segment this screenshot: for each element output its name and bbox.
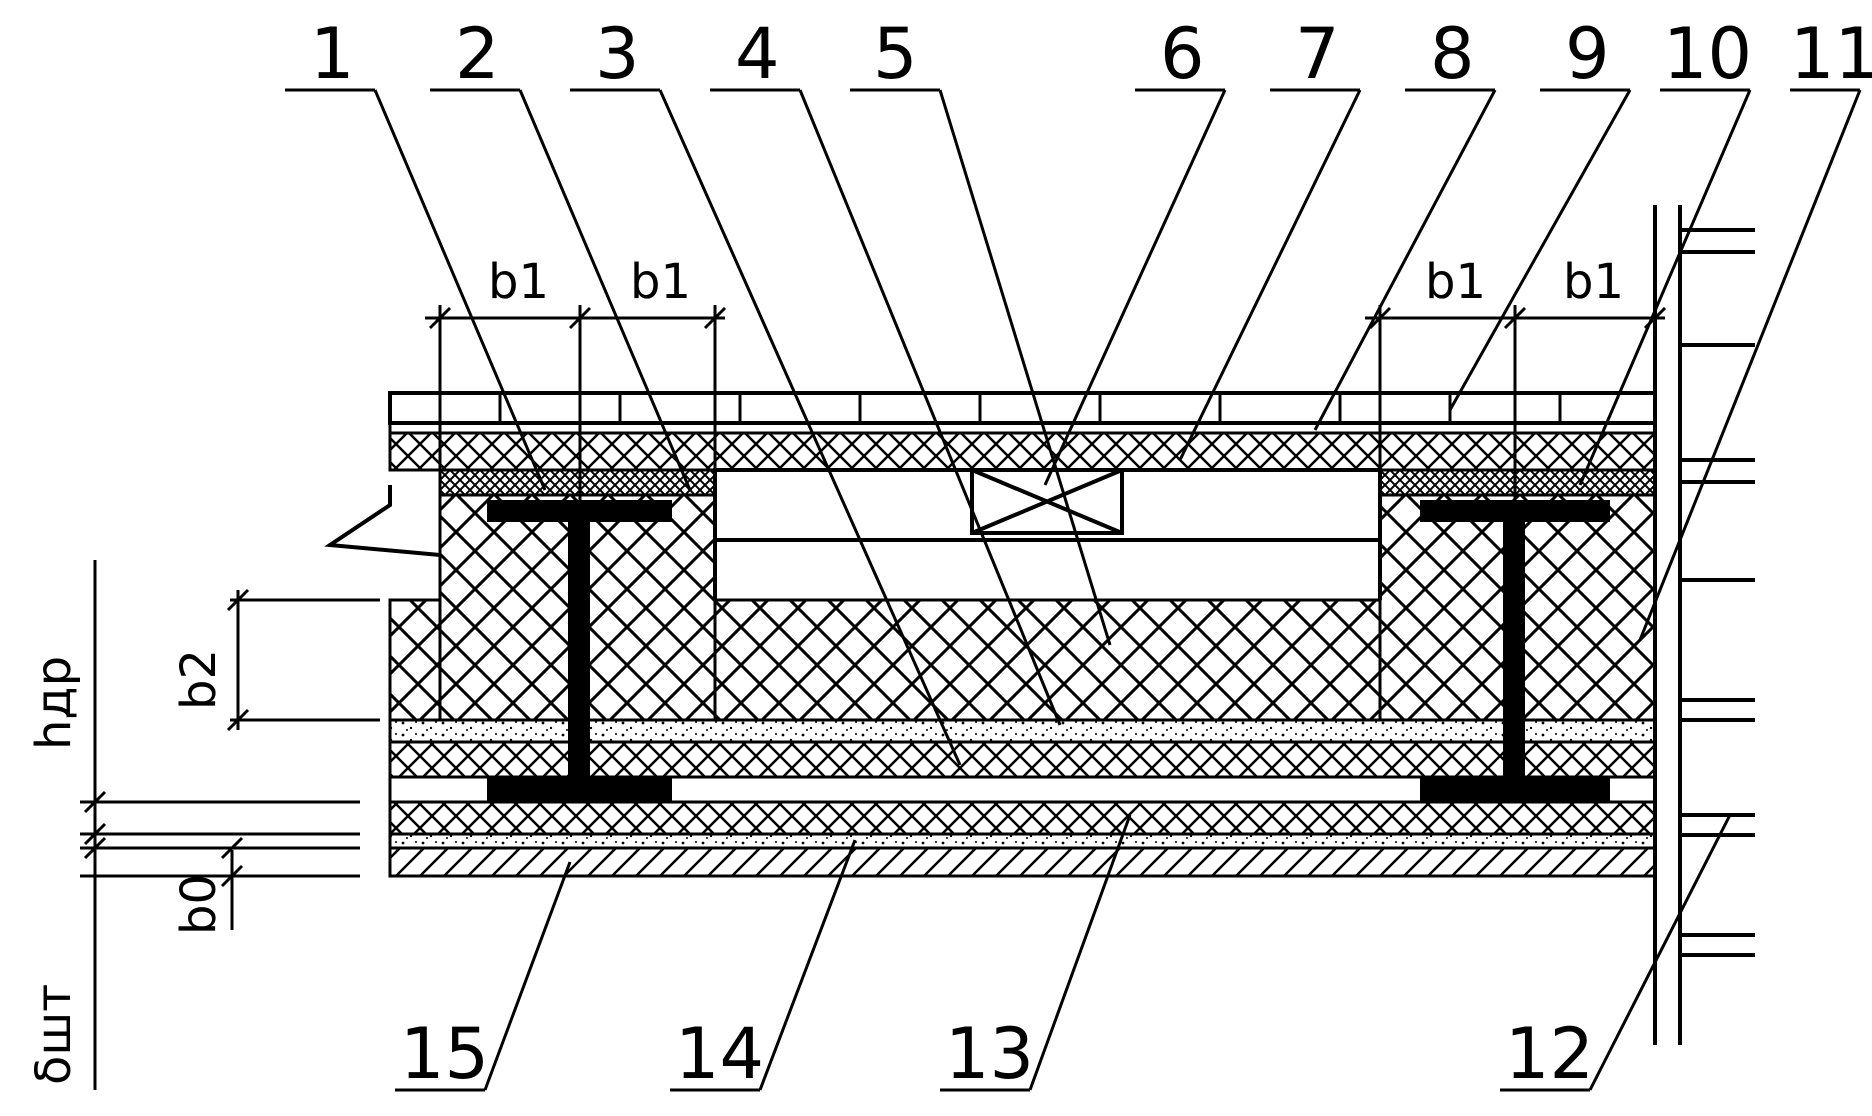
break-line [330, 485, 440, 555]
dim-b1-label-4: b1 [1563, 254, 1624, 310]
callout-4: 4 [735, 13, 780, 95]
bottom-sand-layer [390, 834, 1655, 848]
dimension-stack-left: hдр b0 δшт [26, 560, 360, 1090]
left-edge-insulation [390, 600, 440, 720]
plaster-layer [390, 848, 1655, 876]
dim-b1-label-3: b1 [1425, 254, 1486, 310]
callout-13: 13 [945, 1013, 1034, 1095]
dim-b1-label-2: b1 [630, 254, 691, 310]
wall [1655, 205, 1755, 1045]
callout-9: 9 [1565, 13, 1610, 95]
bottom-board-layer [390, 802, 1655, 834]
callout-2: 2 [455, 13, 500, 95]
dim-b0-label: b0 [171, 874, 227, 935]
callout-6: 6 [1160, 13, 1205, 95]
callout-3: 3 [595, 13, 640, 95]
callout-14: 14 [675, 1013, 764, 1095]
dim-b2-label: b2 [171, 649, 227, 710]
callout-12: 12 [1505, 1013, 1594, 1095]
callout-15: 15 [400, 1013, 489, 1095]
dimension-b2: b2 [171, 590, 380, 730]
callout-8: 8 [1430, 13, 1475, 95]
joist-void [715, 470, 1380, 720]
dim-delta-sht-label: δшт [26, 984, 82, 1085]
dim-hdr-label: hдр [26, 656, 82, 750]
callout-7: 7 [1295, 13, 1340, 95]
dim-b1-label-1: b1 [488, 254, 549, 310]
callout-5: 5 [873, 13, 918, 95]
callout-10: 10 [1663, 13, 1752, 95]
callout-1: 1 [310, 13, 355, 95]
callout-11: 11 [1790, 13, 1872, 95]
